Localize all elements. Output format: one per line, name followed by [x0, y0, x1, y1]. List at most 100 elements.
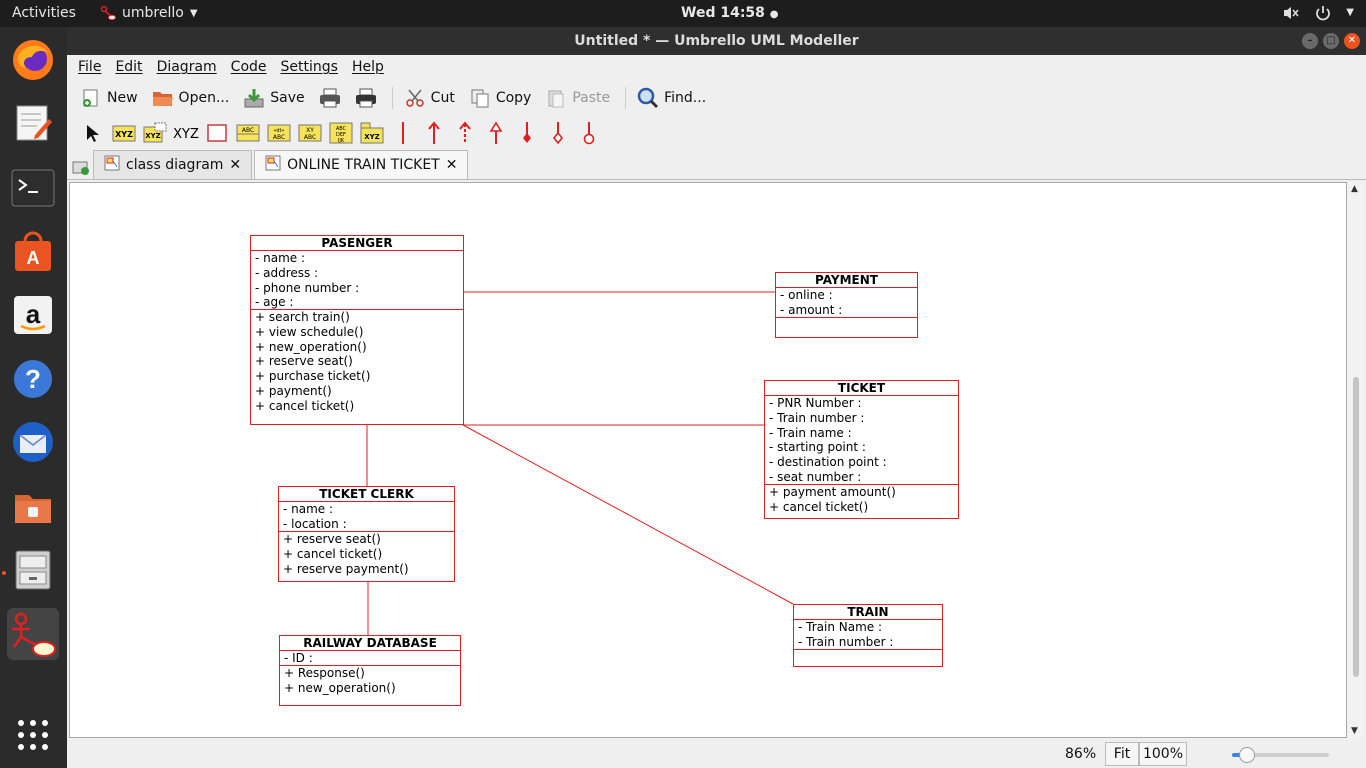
operation[interactable]: + cancel ticket() [283, 546, 383, 561]
umbrello-icon[interactable] [7, 608, 59, 660]
cut-button[interactable]: Cut [399, 83, 460, 113]
attribute[interactable]: - name : [255, 251, 306, 265]
copy-button[interactable]: Copy [464, 83, 537, 113]
attribute[interactable]: - address : [255, 265, 319, 280]
attribute[interactable]: - Train number : [769, 410, 865, 425]
class-railway-database[interactable]: RAILWAY DATABASE - ID : + Response() + n… [279, 635, 461, 706]
firefox-icon[interactable] [7, 34, 59, 86]
operation[interactable]: + payment() [255, 383, 332, 398]
app-menu[interactable]: umbrello ▼ [100, 5, 198, 21]
operation[interactable]: + new_operation() [284, 680, 396, 695]
amazon-icon[interactable]: a [7, 289, 59, 341]
minimize-button[interactable]: – [1302, 33, 1318, 49]
attribute[interactable]: - Train Name : [798, 620, 883, 634]
paste-button[interactable]: Paste [540, 83, 615, 113]
window-titlebar[interactable]: Untitled * — Umbrello UML Modeller – □ ✕ [67, 27, 1366, 55]
menu-help[interactable]: Help [351, 59, 384, 75]
class-ticket[interactable]: TICKET - PNR Number : - Train number : -… [764, 380, 959, 519]
class-tool[interactable]: XYZ [108, 120, 139, 146]
diagram-canvas[interactable]: PASENGER - name : - address : - phone nu… [69, 182, 1347, 738]
operation[interactable]: + cancel ticket() [255, 398, 355, 413]
containment-tool[interactable] [573, 120, 604, 146]
class-train[interactable]: TRAIN - Train Name : - Train number : [793, 604, 943, 667]
clock[interactable]: Wed 14:58 ● [681, 5, 779, 21]
attribute[interactable]: - seat number : [769, 469, 862, 484]
operation[interactable]: + new_operation() [255, 339, 367, 354]
scroll-down-icon[interactable]: ▼ [1351, 726, 1358, 736]
zoom-100-button[interactable]: 100% [1139, 742, 1187, 766]
class-passenger[interactable]: PASENGER - name : - address : - phone nu… [250, 235, 464, 425]
attribute[interactable]: - phone number : [255, 280, 360, 295]
save-button[interactable]: Save [238, 83, 309, 113]
attribute[interactable]: - Train name : [769, 425, 852, 440]
operation[interactable]: + payment amount() [769, 485, 896, 499]
tab-online-train-ticket[interactable]: ONLINE TRAIN TICKET ✕ [254, 150, 469, 179]
close-icon[interactable]: ✕ [445, 157, 458, 173]
app-grid-icon[interactable] [7, 709, 59, 761]
vertical-scrollbar[interactable]: ▲ ▼ [1348, 182, 1364, 738]
operation[interactable]: + reserve payment() [283, 561, 409, 576]
menu-edit[interactable]: Edit [115, 59, 143, 75]
new-button[interactable]: New [75, 83, 143, 113]
system-tray[interactable]: ▼ [1282, 4, 1354, 26]
attribute[interactable]: - online : [780, 288, 833, 302]
attribute[interactable]: - starting point : [769, 440, 866, 455]
attribute[interactable]: - PNR Number : [769, 396, 862, 410]
find-button[interactable]: Find... [632, 83, 711, 113]
files-icon[interactable] [7, 481, 59, 533]
menu-settings[interactable]: Settings [280, 59, 338, 75]
scroll-up-icon[interactable]: ▲ [1351, 184, 1358, 194]
print-preview-button[interactable] [350, 83, 382, 113]
open-button[interactable]: Open... [147, 83, 235, 113]
package-tool[interactable]: XYZ [356, 120, 387, 146]
zoom-slider-handle[interactable] [1239, 747, 1255, 763]
dependency-tool[interactable] [449, 120, 480, 146]
power-icon[interactable] [1314, 4, 1332, 26]
volume-muted-icon[interactable] [1282, 4, 1300, 26]
print-button[interactable] [314, 83, 346, 113]
attribute[interactable]: - Train number : [798, 634, 894, 649]
operation[interactable]: + purchase ticket() [255, 369, 371, 384]
terminal-icon[interactable] [7, 162, 59, 214]
box-tool[interactable] [201, 120, 232, 146]
attribute[interactable]: - age : [255, 295, 294, 310]
chevron-down-icon[interactable]: ▼ [1346, 7, 1354, 18]
menu-code[interactable]: Code [230, 59, 267, 75]
text-editor-icon[interactable] [7, 97, 59, 149]
attribute[interactable]: - ID : [284, 651, 313, 665]
zoom-slider[interactable] [1232, 747, 1329, 763]
directional-association-tool[interactable] [418, 120, 449, 146]
class-payment[interactable]: PAYMENT - online : - amount : [775, 272, 918, 338]
thunderbird-icon[interactable] [7, 416, 59, 468]
text-xyz-tool[interactable]: XYZ [170, 120, 201, 146]
file-cabinet-icon[interactable] [7, 544, 59, 596]
tab-class-diagram[interactable]: class diagram ✕ [93, 150, 253, 179]
datatype-tool[interactable]: «dt»ABC [263, 120, 294, 146]
operation[interactable]: + reserve seat() [255, 354, 353, 369]
operation[interactable]: + view schedule() [255, 324, 364, 339]
select-pointer-tool[interactable] [77, 120, 108, 146]
activities-button[interactable]: Activities [12, 5, 76, 21]
attribute[interactable]: - amount : [780, 302, 843, 317]
menu-diagram[interactable]: Diagram [156, 59, 217, 75]
maximize-button[interactable]: □ [1323, 33, 1339, 49]
composition-tool[interactable] [542, 120, 573, 146]
interface-tool[interactable]: ABC [232, 120, 263, 146]
operation[interactable]: + Response() [284, 666, 365, 680]
operation[interactable]: + reserve seat() [283, 532, 381, 546]
aggregation-tool[interactable] [511, 120, 542, 146]
fit-button[interactable]: Fit [1105, 742, 1139, 766]
new-tab-icon[interactable] [69, 155, 93, 179]
operation[interactable]: + cancel ticket() [769, 499, 869, 514]
menu-file[interactable]: File [78, 59, 102, 75]
help-icon[interactable]: ? [7, 353, 59, 405]
attribute[interactable]: - name : [283, 502, 334, 516]
close-button[interactable]: ✕ [1344, 33, 1360, 49]
generalization-tool[interactable] [480, 120, 511, 146]
anchor-line-tool[interactable] [387, 120, 418, 146]
template-class-tool[interactable]: XYZ [139, 120, 170, 146]
scrollbar-thumb[interactable] [1353, 377, 1359, 677]
attribute[interactable]: - destination point : [769, 455, 887, 470]
